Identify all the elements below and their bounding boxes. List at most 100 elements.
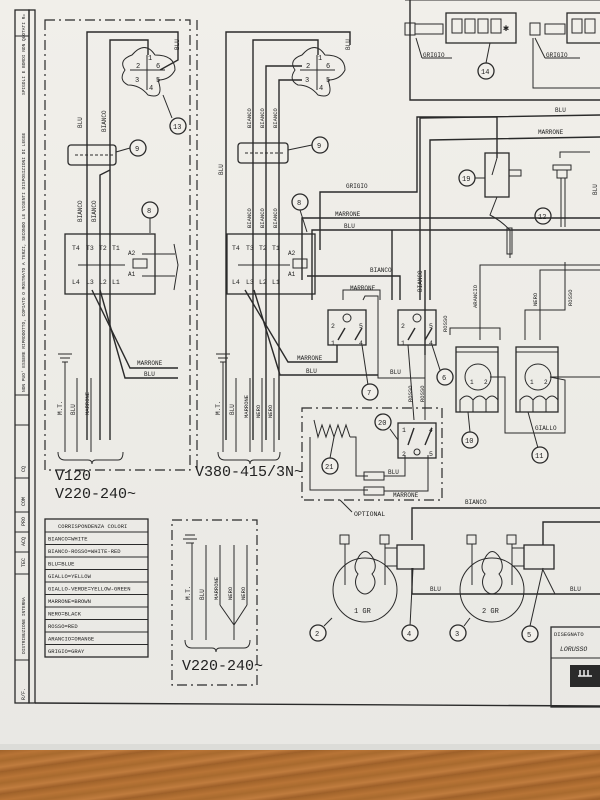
svg-text:1: 1 xyxy=(530,379,534,386)
svg-text:2: 2 xyxy=(401,323,405,330)
copyright-notice: NON PUO' ESSERE RIPRODOTTO, COPIATO O MO… xyxy=(21,132,27,392)
svg-text:MARRONE: MARRONE xyxy=(538,129,564,136)
svg-text:GRIGIO: GRIGIO xyxy=(346,183,368,190)
svg-text:4: 4 xyxy=(149,85,153,93)
svg-text:GRIGIO: GRIGIO xyxy=(546,52,568,59)
svg-text:NERO: NERO xyxy=(227,586,234,600)
dept-acq: ACQ xyxy=(21,537,27,546)
single-phase-supply-box: M.T. BLU MARRONE NERO NERO V220-240~ xyxy=(171,519,263,686)
label-4 xyxy=(401,624,419,642)
svg-text:BLU: BLU xyxy=(70,404,77,415)
svg-text:9: 9 xyxy=(135,146,139,154)
control-panel-section: ✱ GRIGIO 14 GRIGIO BLU MARRONE GRIGIO 19 xyxy=(301,0,600,518)
svg-text:L1: L1 xyxy=(112,279,120,286)
connector xyxy=(363,486,385,496)
voltage-v220-240: V220-240~ xyxy=(55,486,136,503)
svg-text:BLU: BLU xyxy=(199,589,206,600)
svg-text:T3: T3 xyxy=(86,245,94,252)
svg-text:2: 2 xyxy=(484,379,488,386)
label-7 xyxy=(361,383,379,401)
svg-text:MARRONE: MARRONE xyxy=(243,394,250,418)
svg-text:L3: L3 xyxy=(86,279,94,286)
svg-text:14: 14 xyxy=(481,69,489,77)
svg-text:BIANCO: BIANCO xyxy=(77,200,84,222)
svg-text:T1: T1 xyxy=(112,245,120,252)
svg-text:5: 5 xyxy=(359,323,363,330)
svg-text:NERO: NERO xyxy=(255,404,262,418)
svg-text:5: 5 xyxy=(429,323,433,330)
svg-text:BIANCO: BIANCO xyxy=(465,499,487,506)
dept-tec: TEC xyxy=(21,558,27,567)
legend-row-text: GIALLO=YELLOW xyxy=(48,573,92,580)
svg-text:11: 11 xyxy=(535,453,543,461)
svg-text:BIANCO: BIANCO xyxy=(101,110,108,132)
svg-text:2: 2 xyxy=(306,63,310,71)
svg-text:M.T.: M.T. xyxy=(57,401,64,415)
svg-text:GIALLO: GIALLO xyxy=(535,425,557,432)
label-2 xyxy=(309,624,327,642)
legend-row xyxy=(44,644,149,658)
svg-text:BLU: BLU xyxy=(306,368,317,375)
edge-note: SPIGOLI E BORDI NON QUOTATI R= xyxy=(21,14,27,95)
svg-text:2: 2 xyxy=(402,451,406,458)
color-legend: CORRISPONDENZA COLORI BIANCO=WHITEBIANCO… xyxy=(44,518,149,658)
svg-text:A2: A2 xyxy=(128,250,136,257)
svg-text:NERO: NERO xyxy=(532,292,539,306)
svg-text:BIANCO: BIANCO xyxy=(259,207,266,228)
svg-text:BLU: BLU xyxy=(555,107,566,114)
svg-text:MARRONE: MARRONE xyxy=(297,355,323,362)
optional-label: OPTIONAL xyxy=(354,511,385,518)
compressor-section: BIANCO BLU BLU 1 GR 2 4 2 GR xyxy=(309,499,600,643)
svg-text:T2: T2 xyxy=(259,245,267,252)
svg-text:MARRONE: MARRONE xyxy=(350,285,376,292)
svg-text:3: 3 xyxy=(305,77,309,85)
label-5 xyxy=(521,625,539,643)
compressor-2: 2 GR xyxy=(459,534,555,623)
svg-text:BLU: BLU xyxy=(570,586,581,593)
single-phase-section: 1 2 3 4 5 6 13 BLU BLU BIANCO 9 BIANCO B… xyxy=(44,19,191,503)
svg-text:ROSSO: ROSSO xyxy=(567,289,574,306)
label-9 xyxy=(129,139,147,157)
svg-text:BIANCO: BIANCO xyxy=(246,207,253,228)
svg-text:BLU: BLU xyxy=(388,469,399,476)
svg-text:T3: T3 xyxy=(246,245,254,252)
drawn-by-label: DISEGNATO xyxy=(554,631,584,638)
dept-com: COM xyxy=(21,497,27,506)
dept-cq: CQ xyxy=(21,466,27,472)
svg-text:6: 6 xyxy=(442,375,446,383)
svg-text:BLU: BLU xyxy=(218,164,225,175)
legend-row-text: ARANCIO=ORANGE xyxy=(48,636,95,643)
svg-text:GRIGIO: GRIGIO xyxy=(423,52,445,59)
switch-20 xyxy=(397,422,437,459)
svg-text:A1: A1 xyxy=(288,271,296,278)
svg-text:1: 1 xyxy=(470,379,474,386)
svg-text:5: 5 xyxy=(429,451,433,458)
svg-text:MARRONE: MARRONE xyxy=(335,211,361,218)
svg-text:A1: A1 xyxy=(128,271,136,278)
svg-text:MARRONE: MARRONE xyxy=(137,360,163,367)
contactor-8b xyxy=(226,233,316,295)
ref-label: R/F. xyxy=(21,688,27,700)
voltage-small-box: V220-240~ xyxy=(182,658,263,675)
legend-row-text: BIANCO-ROSSO=WHITE-RED xyxy=(48,548,121,555)
switch-6 xyxy=(397,309,437,346)
svg-text:2: 2 xyxy=(315,631,319,639)
svg-text:1 GR: 1 GR xyxy=(354,608,372,616)
svg-text:1: 1 xyxy=(331,340,335,347)
ground-icon xyxy=(216,353,230,363)
selector-switch-13b: 1 2 3 4 5 6 xyxy=(291,47,346,97)
drawn-by-value: LORUSSO xyxy=(560,646,587,653)
label-11 xyxy=(531,446,549,464)
thermostat-11: 1 2 xyxy=(515,346,559,413)
wooden-table xyxy=(0,750,600,800)
svg-text:BIANCO: BIANCO xyxy=(272,207,279,228)
svg-text:1: 1 xyxy=(401,340,405,347)
label-9b xyxy=(311,136,329,154)
svg-text:BLU: BLU xyxy=(345,39,352,50)
svg-text:L4: L4 xyxy=(72,279,80,286)
svg-text:5: 5 xyxy=(156,77,160,85)
svg-text:ARANCIO: ARANCIO xyxy=(472,284,479,308)
legend-row-text: BIANCO=WHITE xyxy=(48,536,88,543)
svg-text:4: 4 xyxy=(319,85,323,93)
